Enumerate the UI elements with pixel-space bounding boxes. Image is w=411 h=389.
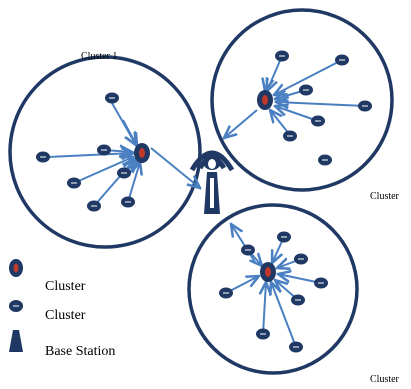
member-node [97, 144, 111, 156]
legend-head-label: Cluster [45, 279, 86, 294]
member-node [275, 50, 289, 62]
cluster-head-bottom [260, 262, 276, 282]
member-node [311, 115, 325, 127]
cluster-1-label: Cluster 1 [81, 51, 117, 62]
member-node [314, 277, 328, 289]
member-node [121, 196, 135, 208]
member-node [219, 287, 233, 299]
cluster-right-label: Cluster [370, 191, 400, 202]
cluster-bottom-label: Cluster [370, 374, 400, 385]
member-node [105, 92, 119, 104]
cluster-ring-bottom [187, 203, 359, 375]
legend-member-icon [9, 300, 23, 312]
member-node [294, 253, 308, 265]
member-node [299, 84, 313, 96]
base-station-icon [189, 150, 235, 214]
member-node [283, 130, 297, 142]
member-node [36, 151, 50, 163]
member-node [241, 244, 255, 256]
member-node [318, 154, 332, 166]
member-node [87, 200, 101, 212]
cluster-head-left [134, 143, 150, 163]
cluster-ring-left [8, 55, 202, 249]
legend-base-station-icon [9, 330, 23, 352]
legend-base-station-label: Base Station [45, 344, 115, 359]
member-nodes [36, 50, 372, 353]
member-node [256, 328, 270, 340]
legend-head-icon [9, 259, 23, 277]
member-node [291, 294, 305, 306]
arrows-bottom-cluster [225, 224, 322, 348]
legend-member-label: Cluster [45, 308, 86, 323]
cluster-ring-right [210, 8, 394, 192]
cluster-head-right [257, 90, 273, 110]
member-node [358, 100, 372, 112]
arrows-right-cluster [224, 55, 366, 138]
member-node [277, 231, 291, 243]
member-node [67, 177, 81, 189]
member-node [117, 167, 131, 179]
member-node [289, 341, 303, 353]
member-node [335, 54, 349, 66]
arrows-left-cluster [47, 102, 200, 207]
